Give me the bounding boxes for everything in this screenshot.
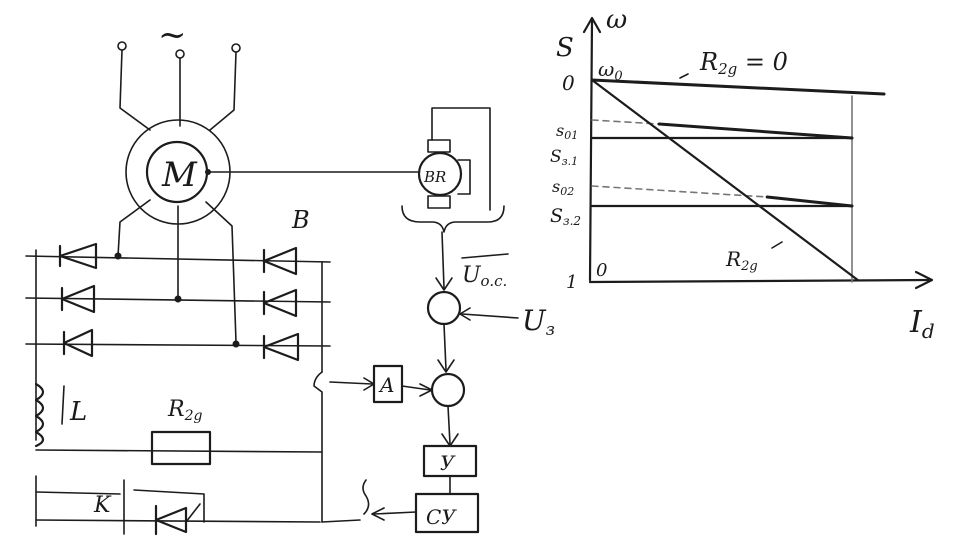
axis-label-s: S xyxy=(556,33,574,63)
axis-label-id: Id xyxy=(909,305,935,343)
diode-left-3 xyxy=(62,328,94,358)
supply-symbol: ~ xyxy=(158,15,187,55)
switch-label: K xyxy=(93,493,112,518)
setpoint-label: Uз xyxy=(522,304,555,340)
rectifier-bridge: B xyxy=(25,206,331,441)
block-a-label: A xyxy=(378,373,394,397)
summing-node-2 xyxy=(430,372,466,408)
series-line-2 xyxy=(657,122,854,140)
control-chain: Uo.c. Uз A У СУ xyxy=(321,231,555,534)
series-line-3 xyxy=(765,195,854,208)
speed-slip-chart: S ω ω0 0 Id 0 s01 Sз.1 s02 Sз.2 1 R2g = … xyxy=(550,5,935,343)
chart-lines xyxy=(590,78,886,282)
axis-label-omega: ω xyxy=(606,5,627,35)
tick-label-sz2: Sз.2 xyxy=(550,205,581,228)
series-label-r2g-0: R2g = 0 xyxy=(699,48,788,78)
motor-label: M xyxy=(161,155,198,195)
diode-right-3 xyxy=(262,332,300,362)
resistor-label: R2g xyxy=(167,397,202,424)
motor: M xyxy=(117,119,419,343)
tick-label-s02: s02 xyxy=(552,177,574,198)
block-u-label: У xyxy=(440,451,456,475)
series-line-1 xyxy=(590,78,886,96)
tacho-generator: BR xyxy=(401,107,505,233)
inductor: L xyxy=(34,382,87,448)
series-label-r2g: R2g xyxy=(725,247,758,274)
schematic: ~ M BR xyxy=(25,15,555,536)
block-su xyxy=(414,492,480,534)
diode-right-1 xyxy=(262,246,298,276)
tacho-label: BR xyxy=(423,168,446,186)
x-origin-label: 0 xyxy=(596,260,607,281)
diode-right-2 xyxy=(262,288,298,318)
current-sensor xyxy=(313,371,375,523)
diode-left-2 xyxy=(60,284,96,314)
dashed-extrapolation-2 xyxy=(591,185,769,198)
tick-label-s01: s01 xyxy=(556,121,578,142)
x-axis xyxy=(588,278,932,284)
tick-label-1: 1 xyxy=(566,272,577,293)
series-line-4 xyxy=(590,78,859,282)
feedback-label: Uo.c. xyxy=(462,263,507,290)
y-axis xyxy=(588,18,594,282)
tick-label-sz1: Sз.1 xyxy=(550,147,578,168)
block-a xyxy=(372,364,404,404)
diode-left-1 xyxy=(58,242,98,270)
supply-terminals: ~ xyxy=(117,15,241,131)
tick-label-0: 0 xyxy=(562,71,575,95)
switch-k: K xyxy=(35,475,321,536)
summing-node-1 xyxy=(426,290,462,326)
block-su-label: СУ xyxy=(426,505,457,529)
inductor-label: L xyxy=(69,397,87,427)
rectifier-label: B xyxy=(291,206,310,234)
